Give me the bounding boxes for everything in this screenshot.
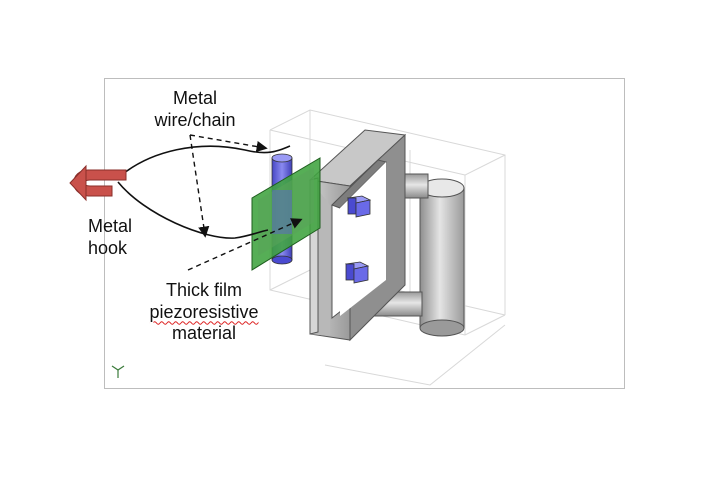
label-metal-hook-line2: hook: [88, 237, 128, 258]
metal-wire: [117, 145, 291, 239]
label-thick-film-line1: Thick film: [166, 280, 242, 300]
pointer-arrows: [187, 134, 303, 271]
label-thick-film-line2: piezoresistive: [149, 301, 259, 322]
label-metal-hook: Metal hook: [88, 216, 144, 259]
hook-arrow-icon: [69, 164, 127, 202]
axis-triad-icon: [111, 365, 125, 378]
blue-blocks: [344, 195, 372, 284]
label-thick-film-line3: material: [171, 323, 237, 344]
label-metal-hook-line1: Metal: [88, 216, 133, 236]
piezo-film: [251, 157, 321, 271]
vertical-cylinder: [419, 178, 465, 337]
label-metal-wire-line2: wire/chain: [154, 109, 236, 130]
label-metal-wire-line1: Metal: [172, 88, 217, 108]
label-thick-film: Thick film piezoresistive material: [130, 280, 278, 345]
label-metal-wire: Metal wire/chain: [150, 88, 240, 131]
